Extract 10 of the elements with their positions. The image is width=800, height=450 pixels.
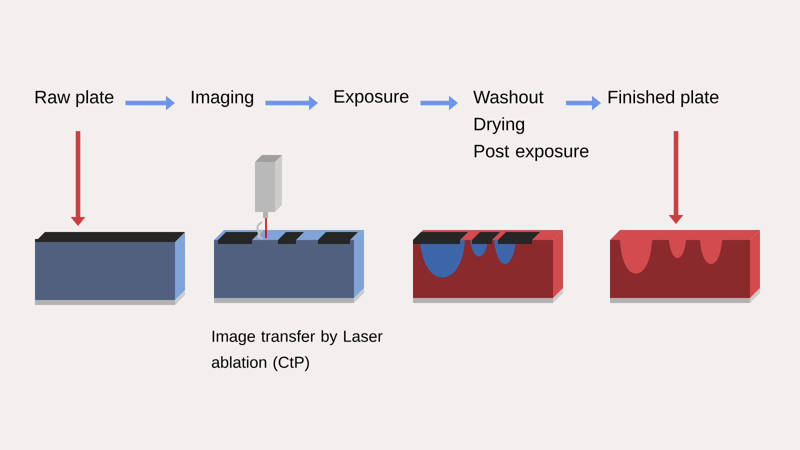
step-label: Imaging bbox=[192, 90, 254, 107]
step-label: Washout Drying Post exposure bbox=[473, 90, 588, 161]
plate-drawing bbox=[610, 230, 760, 303]
node-label: Image transfer by Laser ablation (CtP) bbox=[212, 330, 383, 372]
step-label: Raw plate bbox=[36, 90, 114, 107]
step-label: Exposure bbox=[334, 90, 408, 106]
plate-drawing bbox=[413, 230, 563, 303]
step-label: Finished plate bbox=[608, 90, 718, 107]
plate-drawing bbox=[35, 232, 185, 305]
plate-drawing bbox=[214, 155, 364, 303]
